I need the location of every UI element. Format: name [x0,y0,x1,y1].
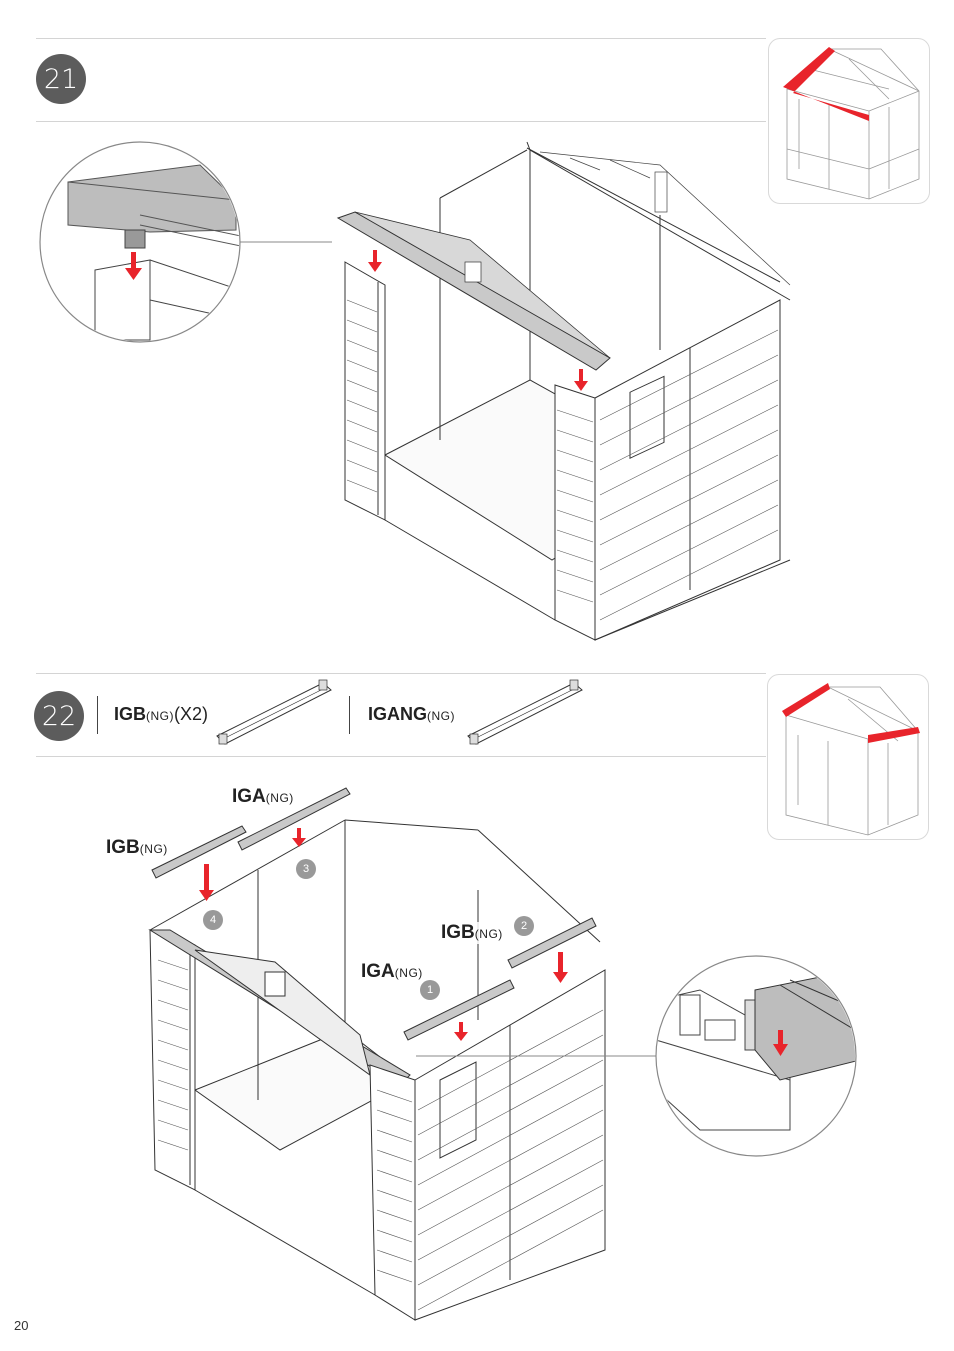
step-22-divider-1 [97,696,98,734]
piece-iga-top [237,787,351,851]
step-22-divider-2 [349,696,350,734]
callout-iga-right: IGA(NG) [361,961,423,983]
part-igb-drawing [216,679,332,745]
sequence-marker-4: 4 [203,910,223,930]
step-21-number: 21 [36,54,86,104]
highlighted-eave-right [868,727,920,743]
step-21-detail-zoom [39,141,332,343]
step-22-shed-illustration [148,787,660,1321]
step-22-bottom-rule [36,756,766,757]
callout-igb-right: IGB(NG) [441,922,503,944]
piece-iga-right [403,979,515,1041]
sequence-marker-3: 3 [296,859,316,879]
shed-roof-rafter-highlight-icon [783,47,920,200]
step-21-shed-illustration [336,141,791,641]
step-22-arrows [199,828,568,1041]
step-22-top-rule [36,673,766,674]
step-21-top-rule [36,38,766,39]
piece-igb-right [507,917,597,969]
step-22-number: 22 [34,691,84,741]
highlighted-rafter [783,47,869,121]
highlighted-eave-left [782,683,830,717]
step-22-detail-arrow [773,1030,788,1056]
page-number: 20 [14,1318,29,1333]
part-label-igang: IGANG(NG) [368,704,456,724]
part-igang-drawing [467,679,583,745]
step-21-bottom-rule [36,121,766,122]
callout-iga-top: IGA(NG) [232,786,294,808]
shed-roof-eave-highlight-icon [782,683,920,836]
step-21-detail-arrow [125,252,142,280]
step-21-arrows [368,250,588,391]
sequence-marker-1: 1 [420,980,440,1000]
piece-igb-top [151,825,247,879]
part-label-igb: IGB(NG)(X2) [114,704,209,724]
step-21-thumbnail [768,38,930,204]
sequence-marker-2: 2 [514,916,534,936]
step-22-thumbnail [767,674,929,840]
callout-igb-top: IGB(NG) [106,837,168,859]
